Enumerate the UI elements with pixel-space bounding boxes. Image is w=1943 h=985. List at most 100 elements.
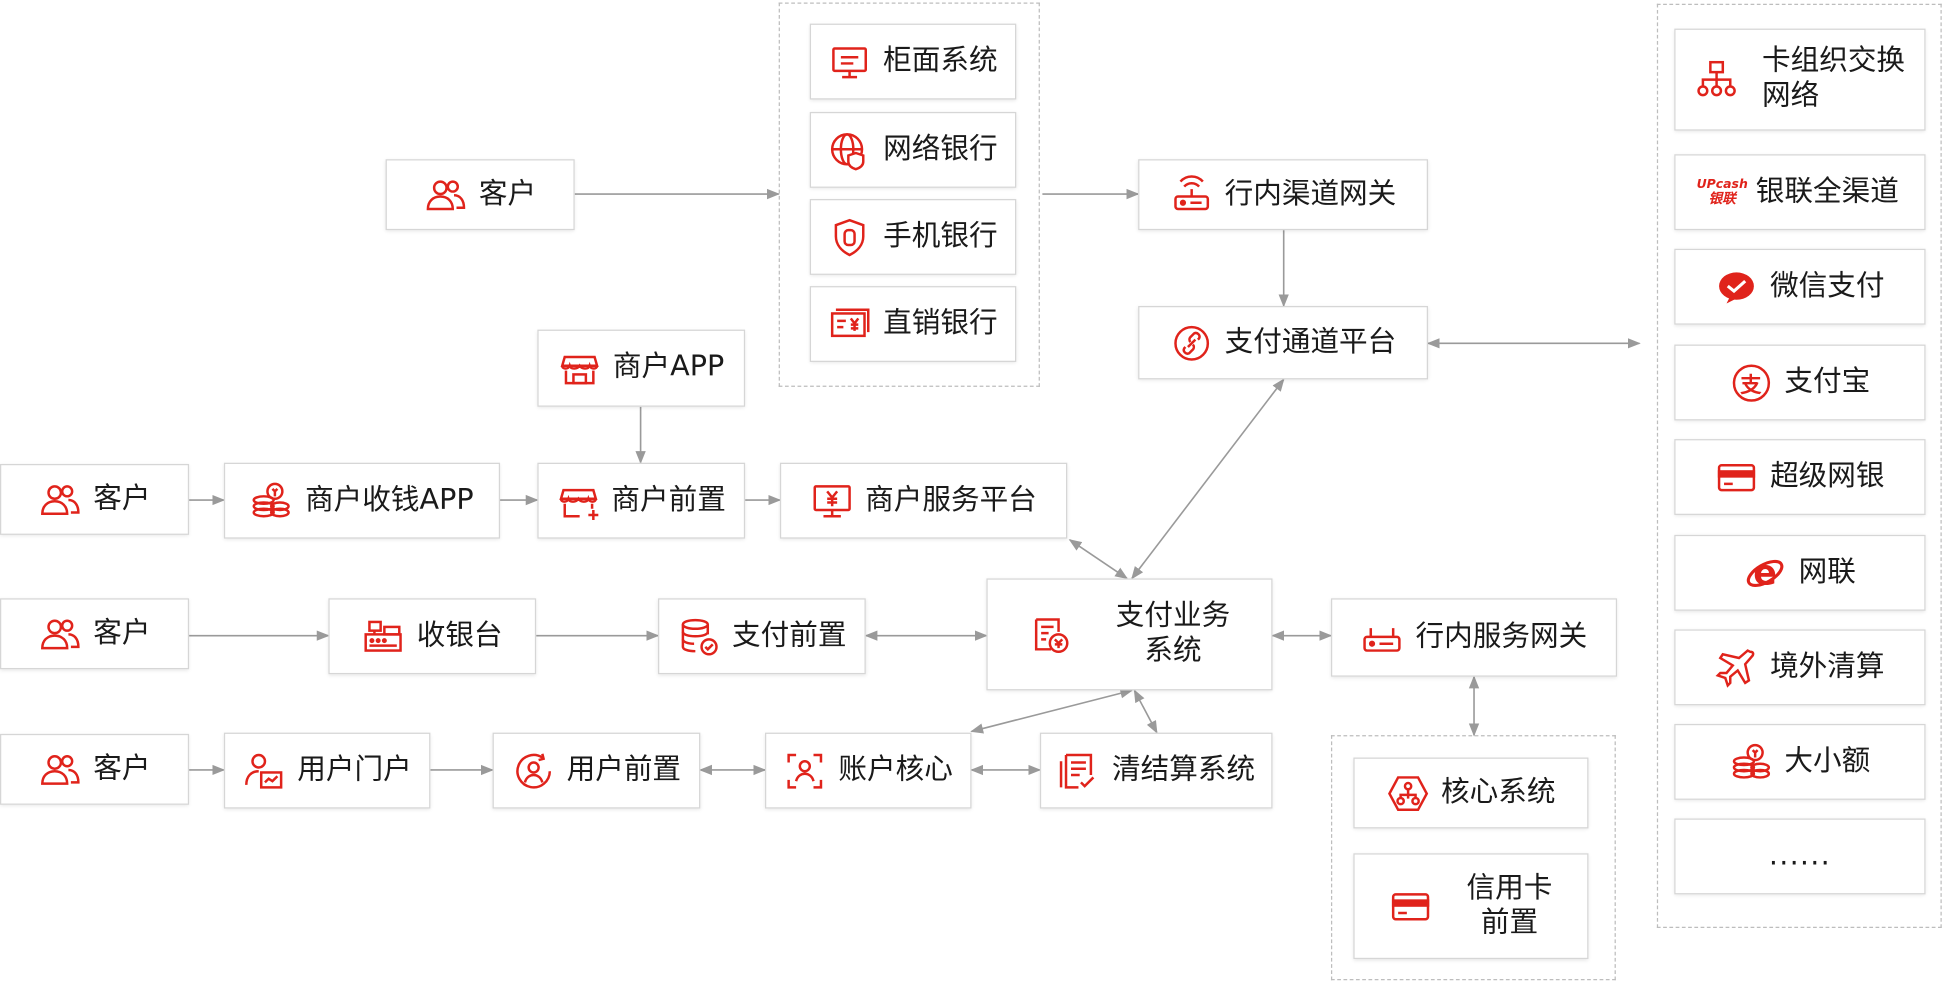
online-bank-label: 网络银行 <box>883 132 998 166</box>
clearing-system-node: 清结算系统 <box>1039 732 1273 809</box>
link-icon <box>1170 322 1212 364</box>
merchant-service-platform-node: 商户服务平台 <box>779 462 1068 539</box>
payment-front-node: 支付前置 <box>658 598 866 675</box>
database-check-icon <box>677 615 719 657</box>
merchant-cashier-app-node: 商户收钱APP <box>223 462 501 539</box>
document-yen-icon <box>1029 613 1071 655</box>
merchant-app-label: 商户APP <box>612 351 725 384</box>
customer-node-3: 客户 <box>0 598 190 670</box>
card-network-label: 卡组织交换 网络 <box>1761 45 1906 112</box>
mobile-bank-node: 手机银行 <box>809 199 1017 275</box>
router-icon <box>1170 174 1212 216</box>
yen-card-icon <box>828 303 870 345</box>
external-wechat-pay: 微信支付 <box>1674 248 1926 325</box>
external-overseas-clearing: 境外清算 <box>1674 629 1926 706</box>
user-scan-icon <box>784 749 826 791</box>
alipay-logo-text: 支 <box>1740 373 1762 399</box>
upcash-logo-text: UPcash <box>1696 177 1748 192</box>
external-super-ebank: 超级网银 <box>1674 439 1926 515</box>
internal-service-gateway-node: 行内服务网关 <box>1330 598 1618 677</box>
users-icon <box>39 748 81 790</box>
credit-card-icon <box>1715 456 1757 498</box>
external-channels-group <box>1656 3 1942 928</box>
external-more: ...... <box>1674 818 1926 895</box>
online-bank-node: 网络银行 <box>809 111 1017 188</box>
user-front-node: 用户前置 <box>492 732 701 809</box>
overseas-clearing-label: 境外清算 <box>1770 650 1885 683</box>
monitor-icon <box>828 40 870 82</box>
yen-monitor-icon <box>810 480 852 522</box>
arrow-account-business <box>970 688 1134 734</box>
credit-card-front-label: 信用卡 前置 <box>1466 871 1553 939</box>
internal-service-gateway-label: 行内服务网关 <box>1415 620 1588 653</box>
direct-bank-label: 直销银行 <box>883 306 998 340</box>
user-front-label: 用户前置 <box>566 753 682 786</box>
payment-front-label: 支付前置 <box>732 619 847 652</box>
payment-business-system-node: 支付业务 系统 <box>986 578 1273 691</box>
counter-system-node: 柜面系统 <box>809 23 1017 100</box>
payment-channel-platform-node: 支付通道平台 <box>1138 305 1428 380</box>
channel-gateway-node: 行内渠道网关 <box>1138 159 1428 231</box>
user-circle-icon <box>512 749 554 791</box>
arrow-service-business <box>1068 539 1129 580</box>
customer-label: 客户 <box>93 752 151 785</box>
netsunion-label: 网联 <box>1798 555 1856 588</box>
user-chart-icon <box>243 749 285 791</box>
external-card-network: 卡组织交换 网络 <box>1674 28 1926 131</box>
credit-card-front-node: 信用卡 前置 <box>1353 853 1589 960</box>
large-small-payments-label: 大小额 <box>1784 744 1871 778</box>
external-alipay: 支 支付宝 <box>1674 344 1926 421</box>
coins-icon <box>1730 741 1772 783</box>
globe-shield-icon <box>828 129 870 171</box>
alipay-icon: 支 <box>1730 361 1772 403</box>
arrow-business-platform <box>1131 378 1285 580</box>
counter-system-label: 柜面系统 <box>883 44 998 77</box>
more-label: ...... <box>1768 839 1831 872</box>
wechat-pay-label: 微信支付 <box>1770 269 1885 302</box>
arrow-clearing-business <box>1133 689 1158 734</box>
merchant-service-platform-label: 商户服务平台 <box>865 483 1037 516</box>
merchant-front-node: 商户前置 <box>537 462 746 539</box>
customer-label: 客户 <box>478 177 537 210</box>
mobile-bank-label: 手机银行 <box>883 219 998 253</box>
payment-business-system-label: 支付业务 系统 <box>1115 600 1231 667</box>
external-unionpay: UPcash 银联 银联全渠道 <box>1674 154 1926 231</box>
hexagon-network-icon <box>1386 772 1428 814</box>
customer-label: 客户 <box>93 482 151 515</box>
e-logo-icon: e <box>1744 552 1786 594</box>
merchant-front-label: 商户前置 <box>611 483 726 516</box>
merchant-cashier-app-label: 商户收钱APP <box>305 483 474 516</box>
coins-icon <box>250 480 292 522</box>
shield-icon <box>828 216 870 258</box>
external-large-small-payments: 大小额 <box>1674 723 1926 800</box>
checklist-icon <box>1057 749 1099 791</box>
users-icon <box>39 478 81 520</box>
direct-bank-node: 直销银行 <box>809 286 1017 362</box>
user-portal-label: 用户门户 <box>297 753 412 786</box>
network-tree-icon <box>1695 58 1737 100</box>
unionpay-logo-text: 银联 <box>1708 190 1736 207</box>
wechat-pay-icon <box>1715 266 1757 308</box>
cash-register-icon <box>362 615 404 657</box>
merchant-app-node: 商户APP <box>537 329 746 407</box>
channel-gateway-label: 行内渠道网关 <box>1224 177 1397 210</box>
customer-node-4: 客户 <box>0 733 190 805</box>
account-core-label: 账户核心 <box>838 753 953 786</box>
netsunion-logo-text: e <box>1753 551 1777 593</box>
customer-label: 客户 <box>93 616 151 649</box>
router-icon <box>1361 616 1403 658</box>
clearing-system-label: 清结算系统 <box>1112 753 1256 786</box>
external-netsunion: e 网联 <box>1674 534 1926 611</box>
users-icon <box>424 174 466 216</box>
store-plus-icon <box>557 480 599 522</box>
customer-node-2: 客户 <box>0 463 190 535</box>
cashier-node: 收银台 <box>328 598 537 675</box>
store-icon <box>558 347 600 389</box>
unionpay-label: 银联全渠道 <box>1755 175 1899 208</box>
account-core-node: 账户核心 <box>764 732 972 809</box>
credit-card-icon <box>1389 885 1431 927</box>
core-system-label: 核心系统 <box>1441 775 1556 809</box>
super-ebank-label: 超级网银 <box>1770 459 1885 493</box>
